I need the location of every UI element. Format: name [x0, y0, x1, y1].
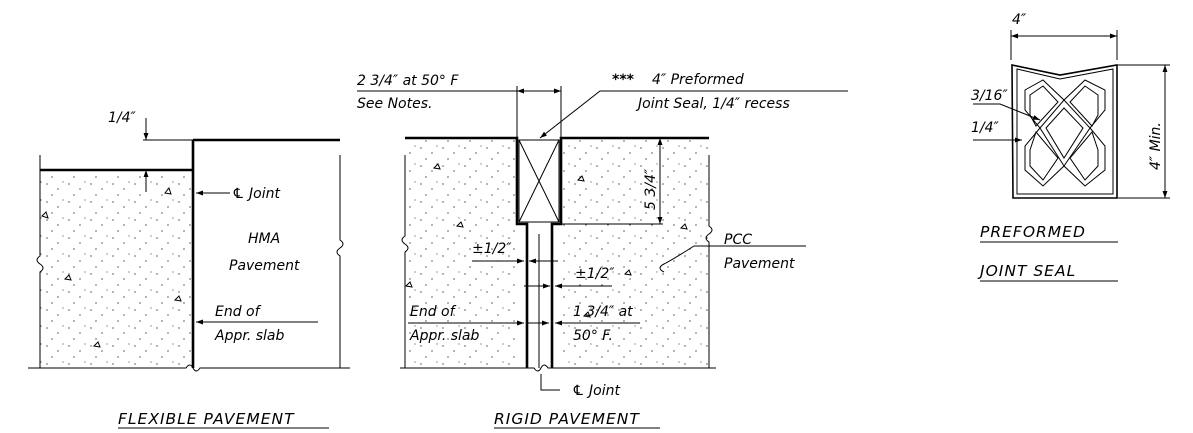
flexible-quarter-label: 1/4″ — [108, 110, 137, 126]
pcc-leader — [659, 245, 806, 273]
rigid-cl-label: ℄ Joint — [572, 383, 620, 399]
flexible-title: FLEXIBLE PAVEMENT — [118, 410, 295, 428]
rigid-pavement-detail: 2 3/4″ at 50° F See Notes. *** 4″ Prefor… — [357, 72, 848, 429]
seal-width-ext — [1010, 30, 1118, 60]
seal-leader — [539, 90, 848, 139]
hma-label-1: HMA — [248, 231, 280, 247]
flex-appr-slab: Appr. slab — [214, 328, 284, 344]
flexible-break-left — [36, 155, 44, 368]
rigid-ground-line — [400, 364, 716, 372]
seal-cross — [518, 139, 560, 223]
seal-web-inner-diamond — [1045, 107, 1084, 159]
rigid-right-stipple — [563, 140, 709, 368]
seal-lower-cells — [1029, 130, 1099, 181]
preformed-seal-section — [518, 139, 560, 223]
rigid-appr-slab: Appr. slab — [409, 328, 479, 344]
see-notes: See Notes. — [357, 96, 432, 112]
rigid-aggregate-marks — [404, 163, 688, 318]
aggregate-marks — [41, 186, 182, 348]
pcc-label-1: PCC — [724, 232, 752, 248]
gap2-label-1: 1 3/4″ at — [573, 304, 633, 320]
seal-web-diamond — [1039, 99, 1091, 167]
gap-label-1: 2 3/4″ at 50° F — [357, 73, 459, 89]
seal-width-label: 4″ — [1012, 12, 1027, 28]
rigid-break-left — [401, 155, 409, 368]
seal-label-2: Joint Seal, 1/4″ recess — [635, 96, 790, 112]
depth-label: 5 3/4″ — [643, 168, 659, 210]
seal-upper-cells — [1029, 85, 1099, 127]
half-right-label: ±1/2″ — [575, 266, 615, 282]
flexible-break-right — [336, 155, 344, 368]
seal-web-outer — [1024, 79, 1106, 187]
rigid-cl-leader — [540, 374, 560, 391]
flexible-ground-line — [28, 364, 350, 372]
seal-title-1: PREFORMED — [980, 223, 1086, 241]
seal-dim-3-16: 3/16″ — [971, 88, 1008, 104]
rigid-title: RIGID PAVEMENT — [494, 410, 640, 428]
gap2-label-2: 50° F. — [573, 328, 613, 344]
pcc-label-2: Pavement — [724, 256, 795, 272]
cl-joint-label: ℄ Joint — [232, 186, 280, 202]
seal-dim-1-4: 1/4″ — [971, 120, 1000, 136]
rigid-left-slab-edge — [405, 136, 529, 368]
flexible-slab-stipple — [40, 172, 192, 368]
gap-ext-lines — [516, 86, 562, 138]
rigid-end-of: End of — [410, 304, 457, 320]
seal-3-16-leader — [973, 103, 1041, 121]
seal-height-label: 4″ Min. — [1148, 122, 1164, 170]
rigid-left-stipple — [405, 140, 515, 368]
seal-height-ext — [1118, 64, 1170, 199]
hma-label-2: Pavement — [229, 258, 300, 274]
rigid-break-right — [705, 155, 713, 368]
seal-outline — [1011, 64, 1118, 199]
seal-title-2: JOINT SEAL — [977, 262, 1076, 280]
flexible-pavement-detail: 1/4″ ℄ Joint HMA Pavement End of Appr. s… — [28, 110, 350, 429]
half-left-label: ±1/2″ — [472, 241, 512, 257]
preformed-joint-seal-detail: 4″ 3/16″ 1/4″ 4″ Min. PREFORMED JOINT SE… — [971, 12, 1170, 282]
seal-label-1: 4″ Preformed — [652, 72, 744, 88]
seal-inner-outline — [1016, 68, 1114, 195]
flex-end-of: End of — [215, 304, 262, 320]
seal-stars: *** — [612, 72, 635, 88]
